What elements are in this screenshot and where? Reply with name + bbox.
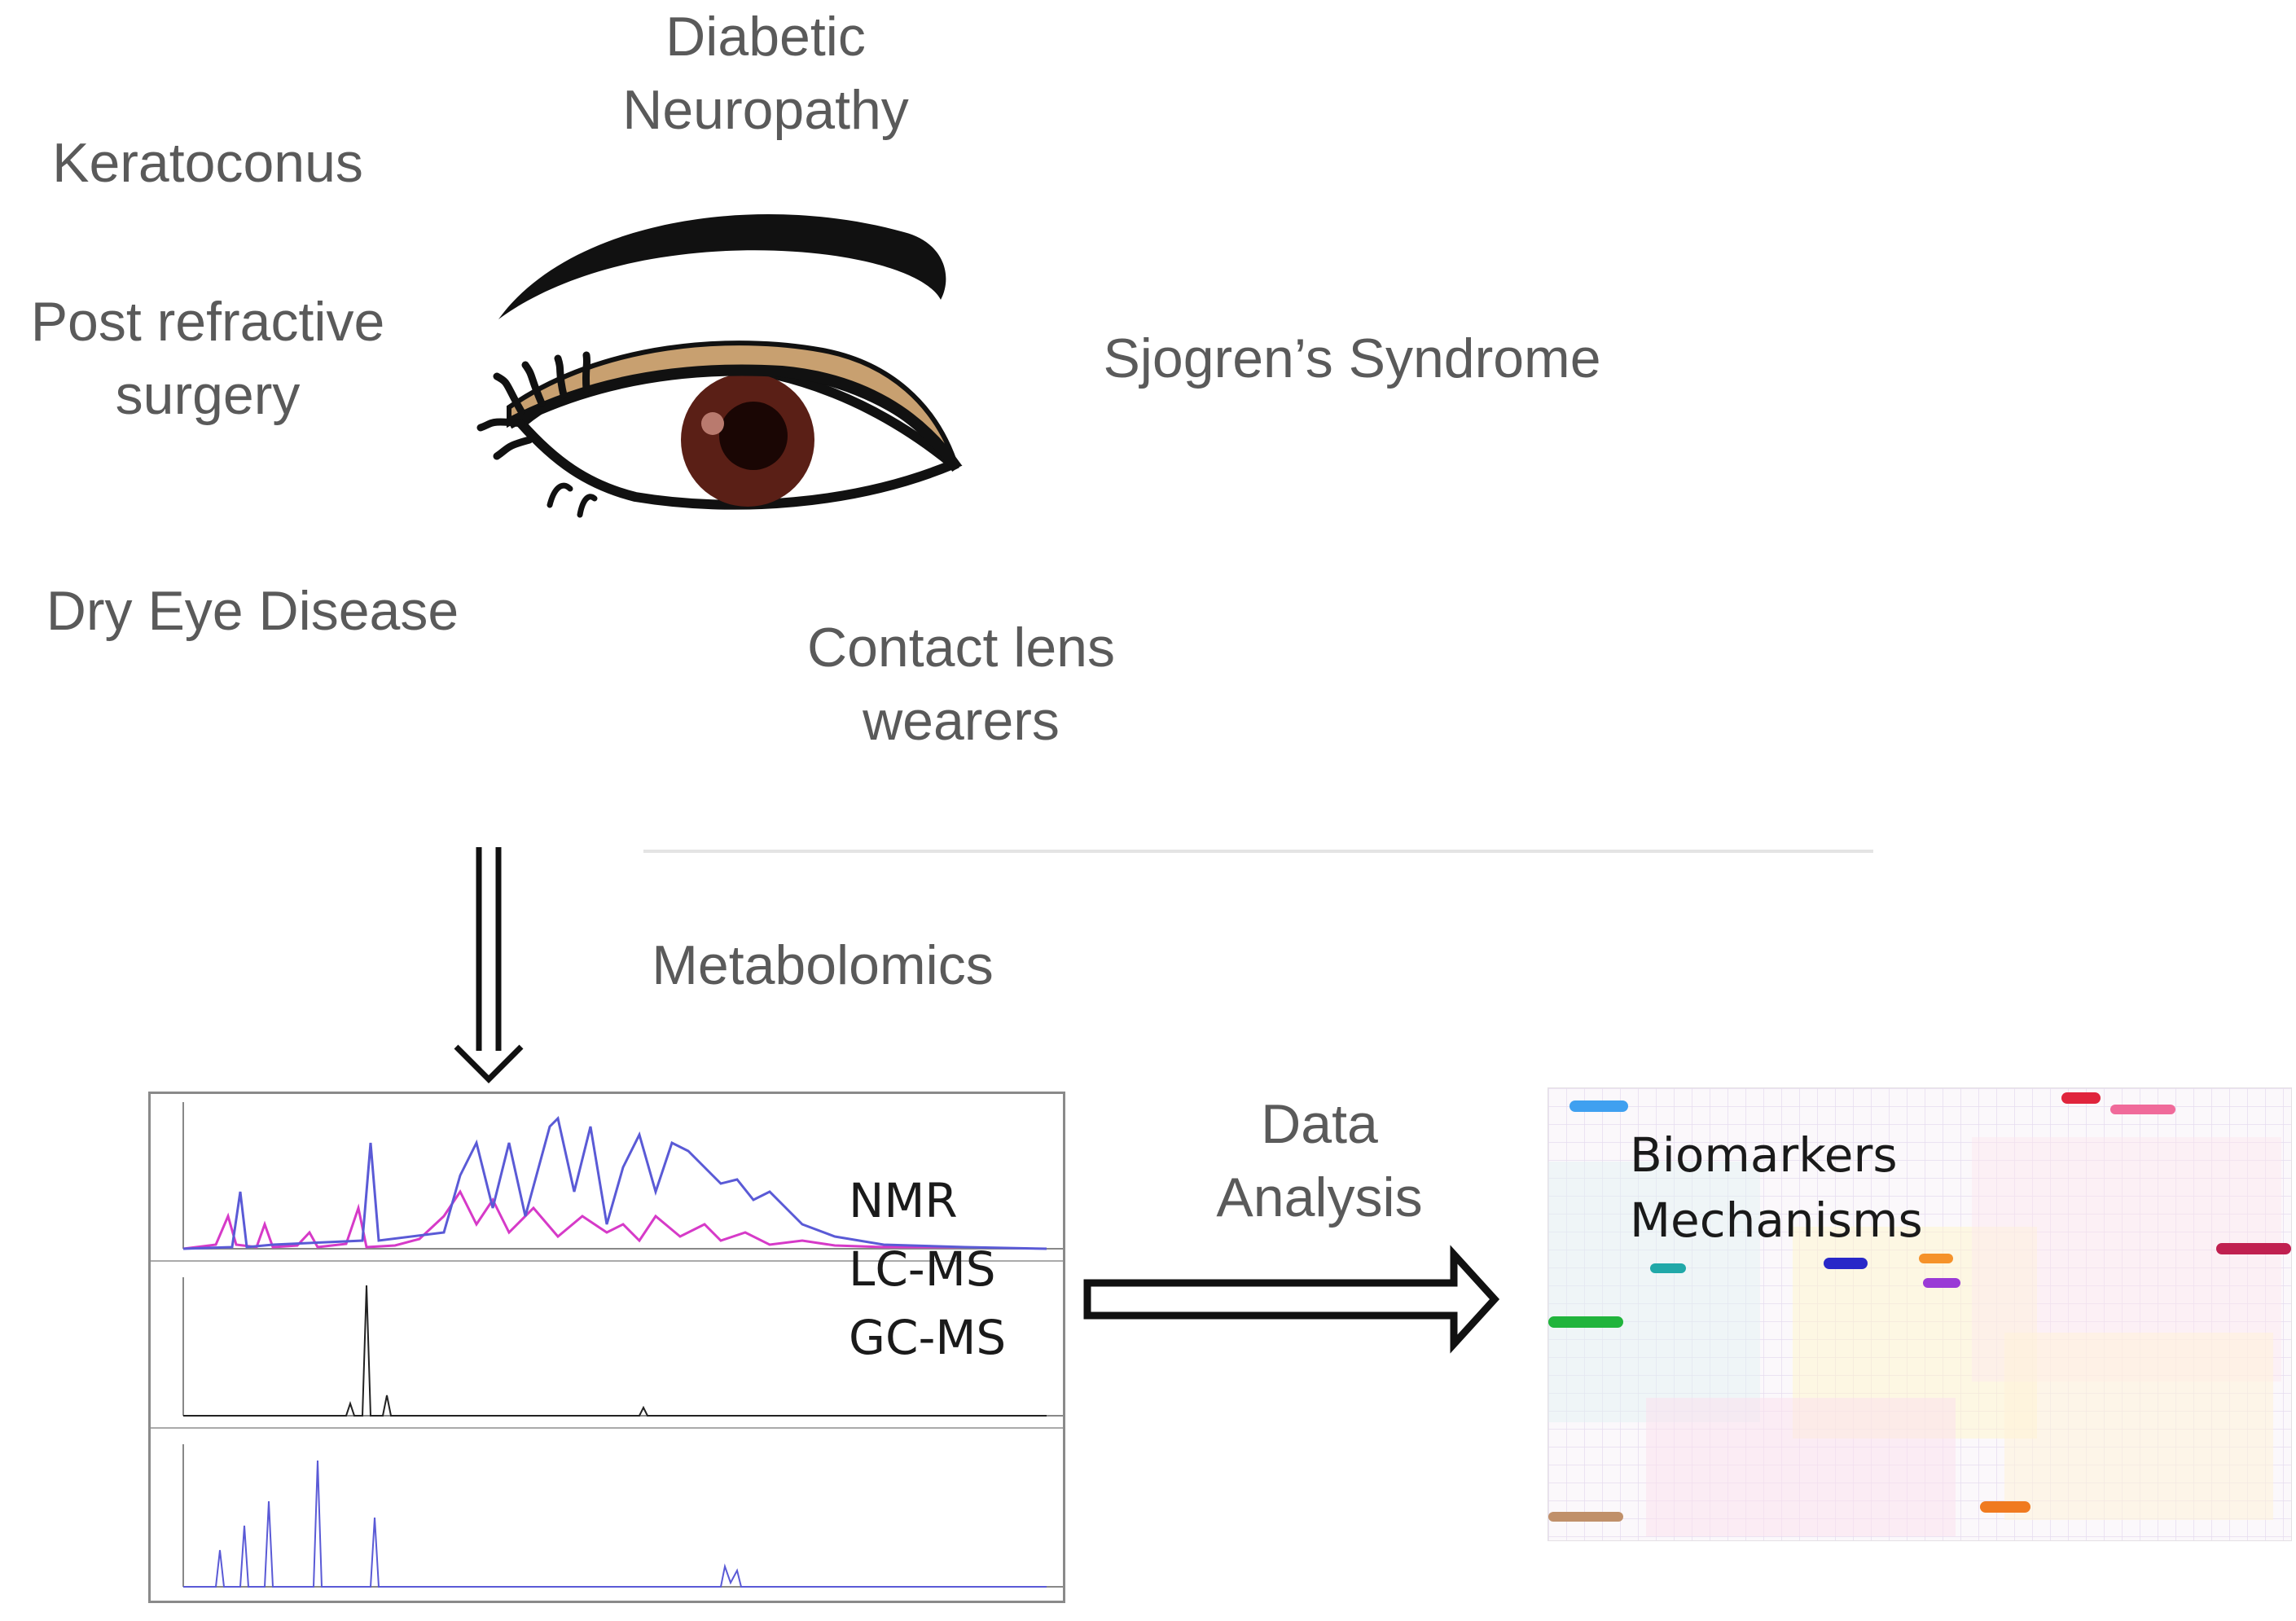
hollow-arrow-right-icon — [1083, 1245, 1500, 1354]
gcms-trace — [183, 1460, 1047, 1588]
spectra-chart — [151, 1094, 1063, 1588]
label-diabetic-neuropathy: Diabetic Neuropathy — [622, 6, 909, 141]
label-keratoconus: Keratoconus — [52, 132, 363, 194]
label-mechanisms: Mechanisms — [1630, 1193, 1923, 1248]
label-sjogrens-syndrome: Sjogren’s Syndrome — [1103, 327, 1601, 389]
label-post-refractive-surgery: Post refractive surgery — [30, 291, 385, 426]
label-metabolomics: Metabolomics — [652, 934, 994, 996]
lcms-trace — [183, 1285, 1047, 1417]
spectra-panel — [148, 1092, 1065, 1603]
eyelashes-icon — [476, 351, 591, 460]
nmr-magenta-trace — [182, 1189, 965, 1250]
label-lc-ms: LC-MS — [849, 1241, 996, 1297]
label-nmr: NMR — [849, 1173, 958, 1228]
label-gc-ms: GC-MS — [849, 1310, 1007, 1365]
pupil-icon — [719, 402, 788, 470]
label-biomarkers: Biomarkers — [1630, 1127, 1898, 1183]
label-data-analysis: Data Analysis — [1216, 1093, 1423, 1228]
label-contact-lens-wearers: Contact lens wearers — [807, 617, 1115, 752]
nmr-blue-trace — [182, 1116, 1047, 1250]
eyebrow-icon — [498, 213, 946, 319]
label-dry-eye-disease: Dry Eye Disease — [46, 580, 459, 642]
network-graphic — [1548, 1088, 2291, 1540]
double-arrow-down-icon — [454, 847, 524, 1083]
network-panel: Biomarkers Mechanisms — [1547, 1087, 2292, 1541]
